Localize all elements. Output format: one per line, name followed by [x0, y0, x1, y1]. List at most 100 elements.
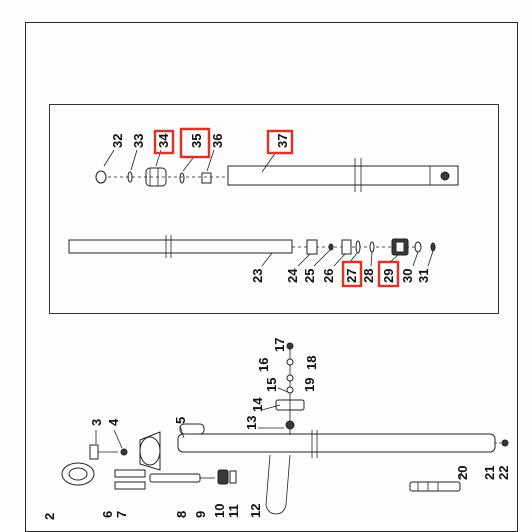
part-24 — [306, 239, 318, 255]
highlight-box-27 — [341, 260, 363, 288]
part-30 — [414, 241, 422, 253]
part-31 — [430, 242, 436, 252]
leader-5 — [179, 425, 185, 439]
part-32 — [95, 170, 107, 184]
part-27 — [355, 240, 361, 254]
highlight-box-35 — [179, 127, 211, 159]
callout-28: 28 — [361, 269, 376, 283]
leader-35 — [182, 157, 194, 172]
callout-8: 8 — [174, 511, 189, 518]
leader-15 — [277, 387, 289, 393]
callout-21: 21 — [482, 466, 497, 480]
callout-22: 22 — [496, 466, 511, 480]
callout-3: 3 — [89, 419, 104, 426]
motor-body — [139, 436, 161, 466]
lower-assembly-parts — [61, 342, 509, 515]
bottom-callouts: 23 24 25 26 27 28 29 30 31 — [250, 260, 431, 288]
callout-14: 14 — [250, 397, 265, 412]
leader-28 — [370, 251, 373, 267]
parts-diagram-page: 32 33 34 35 36 37 — [25, 22, 518, 532]
leader-33 — [130, 149, 138, 171]
callout-20: 20 — [455, 466, 470, 480]
lower-callouts: 2 3 4 5 6 7 8 9 10 11 12 13 14 15 16 17 … — [42, 338, 511, 520]
tube-end-hole — [440, 171, 450, 181]
part-25 — [328, 243, 334, 251]
u-bracket-12 — [265, 454, 291, 515]
washer-16 — [286, 358, 294, 366]
callout-16: 16 — [256, 358, 271, 372]
part-23-rod — [68, 239, 293, 254]
leader-24 — [297, 253, 311, 267]
leader-23 — [261, 252, 273, 267]
bottom-leader-lines — [261, 249, 434, 267]
callout-15: 15 — [264, 378, 279, 392]
callout-24: 24 — [285, 268, 300, 283]
callout-11: 11 — [226, 504, 241, 518]
part-29-inner — [395, 241, 405, 253]
part-37-tube — [227, 165, 459, 186]
callout-19: 19 — [302, 378, 317, 392]
leader-4 — [113, 429, 123, 449]
washer-4 — [120, 448, 128, 456]
callout-2: 2 — [42, 513, 57, 520]
diagram-svg: 32 33 34 35 36 37 — [42, 127, 511, 520]
handle-20 — [409, 481, 461, 492]
leader-27 — [349, 252, 358, 263]
leader-25 — [313, 249, 331, 267]
leader-20 — [459, 469, 463, 481]
callout-36: 36 — [210, 134, 225, 148]
callout-37: 37 — [275, 134, 290, 148]
washer-18 — [286, 374, 294, 382]
lower-leader-lines — [95, 387, 463, 481]
callout-34: 34 — [156, 133, 171, 148]
callout-12: 12 — [248, 504, 263, 518]
top-row-parts — [95, 158, 459, 192]
leader-36 — [206, 149, 215, 172]
callout-32: 32 — [110, 134, 125, 148]
callout-35: 35 — [189, 134, 204, 148]
callout-23: 23 — [250, 269, 265, 283]
washer-19 — [286, 386, 294, 394]
leader-26 — [333, 253, 346, 267]
callout-10: 10 — [212, 504, 227, 518]
pipe-stub-5 — [179, 423, 205, 435]
nut-10 — [217, 469, 229, 485]
nut-13 — [285, 420, 295, 430]
callout-31: 31 — [416, 269, 431, 283]
highlight-box-34 — [153, 129, 175, 155]
part-28 — [369, 241, 375, 253]
rod-8 — [149, 473, 201, 483]
pulley-2-hub — [68, 467, 88, 481]
top-leader-lines — [103, 149, 277, 173]
callout-17: 17 — [272, 338, 287, 352]
callout-7: 7 — [114, 511, 129, 518]
callout-5: 5 — [173, 417, 188, 424]
callout-26: 26 — [321, 269, 336, 283]
nut-11 — [229, 470, 237, 484]
leader-37 — [261, 151, 277, 173]
callout-13: 13 — [244, 416, 259, 430]
callout-18: 18 — [304, 356, 319, 370]
leader-30 — [412, 251, 419, 267]
callout-4: 4 — [106, 418, 121, 426]
leader-14 — [261, 404, 281, 411]
bolt-head-17 — [286, 342, 294, 350]
part-35 — [179, 172, 185, 184]
spring-6 — [114, 469, 146, 478]
callout-30: 30 — [400, 269, 415, 283]
callout-33: 33 — [131, 134, 146, 148]
bolt-3-head — [89, 444, 99, 460]
spring-7 — [114, 481, 146, 490]
callout-29: 29 — [381, 269, 396, 283]
highlight-box-29 — [377, 260, 400, 288]
callout-9: 9 — [193, 511, 208, 518]
top-callouts: 32 33 34 35 36 37 — [110, 127, 294, 159]
exploded-view-inset — [49, 104, 499, 314]
part-26 — [341, 239, 352, 255]
leader-32 — [103, 149, 115, 167]
main-tube — [177, 433, 496, 453]
callout-6: 6 — [100, 511, 115, 518]
leader-31 — [427, 250, 434, 267]
callout-27: 27 — [344, 269, 359, 283]
highlight-box-37 — [266, 129, 294, 155]
